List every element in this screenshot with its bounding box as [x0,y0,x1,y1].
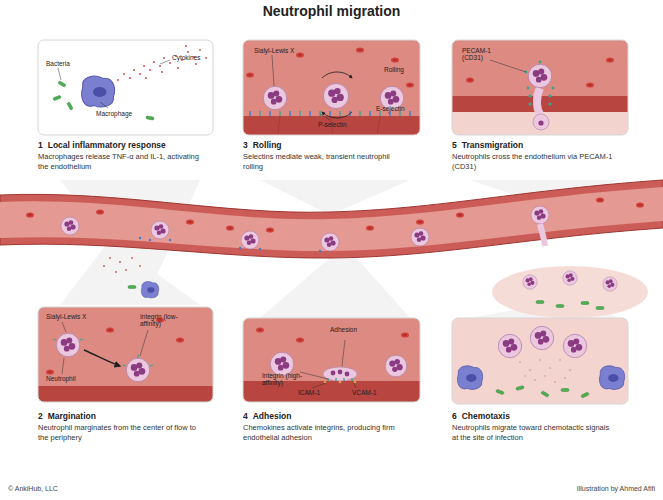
step-heading-row: 5 Transmigration [452,140,630,150]
step-caption: 3 RollingSelectins mediate weak, transien… [243,140,421,172]
part-label: Neutrophil [46,375,86,382]
step-heading-row: 4 Adhesion [243,411,421,421]
step-caption: 4 AdhesionChemokines activate integrins, … [243,411,421,443]
callout-number: 4 [243,411,248,421]
step-description: Macrophages release TNF-α and IL-1, acti… [38,152,203,172]
part-label: Adhesion [330,326,370,333]
step-heading-row: 3 Rolling [243,140,421,150]
step-description: Neutrophil marginates from the center of… [38,423,203,443]
step-heading: Rolling [253,140,282,150]
part-label: Sialyl-Lewis X [46,313,96,320]
step-description: Selectins mediate weak, transient neutro… [243,152,408,172]
step-panel: 2 MarginationNeutrophil marginates from t… [36,305,218,460]
part-label: Sialyl-Lewis X [254,47,304,54]
step-heading: Chemotaxis [462,411,510,421]
step-description: Neutrophils cross the endothelium via PE… [452,152,617,172]
part-label: Bacteria [46,60,86,67]
step-caption: 6 ChemotaxisNeutrophils migrate toward ch… [452,411,630,443]
part-label: PECAM-1 (CD31) [462,47,496,62]
part-label: Rolling [384,66,414,73]
step-description: Chemokines activate integrins, producing… [243,423,408,443]
part-label: Integrin (low-affinity) [140,313,186,328]
credit-note: Illustration by Ahmed Afifi [520,485,655,493]
step-panel: 6 ChemotaxisNeutrophils migrate toward ch… [450,305,632,460]
step-heading-row: 1 Local inflammatory response [38,140,216,150]
step-heading: Adhesion [253,411,292,421]
part-label: Cytokines [172,54,212,61]
step-caption: 1 Local inflammatory responseMacrophages … [38,140,216,172]
part-label: P-selectin [318,121,358,128]
step-heading: Local inflammatory response [48,140,166,150]
step-caption: 2 MarginationNeutrophil marginates from t… [38,411,216,443]
part-label: Macrophage [96,110,146,117]
part-label: VCAM-1 [352,389,382,396]
callout-number: 6 [452,411,457,421]
callout-number: 5 [452,140,457,150]
callout-number: 2 [38,411,43,421]
part-label: Integrin (high-affinity) [262,372,306,387]
diagram-title: Neutrophil migration [0,3,663,19]
step-heading-row: 2 Margination [38,411,216,421]
callout-number: 3 [243,140,248,150]
callout-number: 1 [38,140,43,150]
step-heading-row: 6 Chemotaxis [452,411,630,421]
part-label: E-selectin [376,105,416,112]
step-heading: Margination [48,411,96,421]
part-label: ICAM-1 [298,389,328,396]
step-description: Neutrophils migrate toward chemotactic s… [452,423,617,443]
step-caption: 5 TransmigrationNeutrophils cross the end… [452,140,630,172]
step-heading: Transmigration [462,140,523,150]
credit-note: © AnkiHub, LLC [8,485,128,493]
